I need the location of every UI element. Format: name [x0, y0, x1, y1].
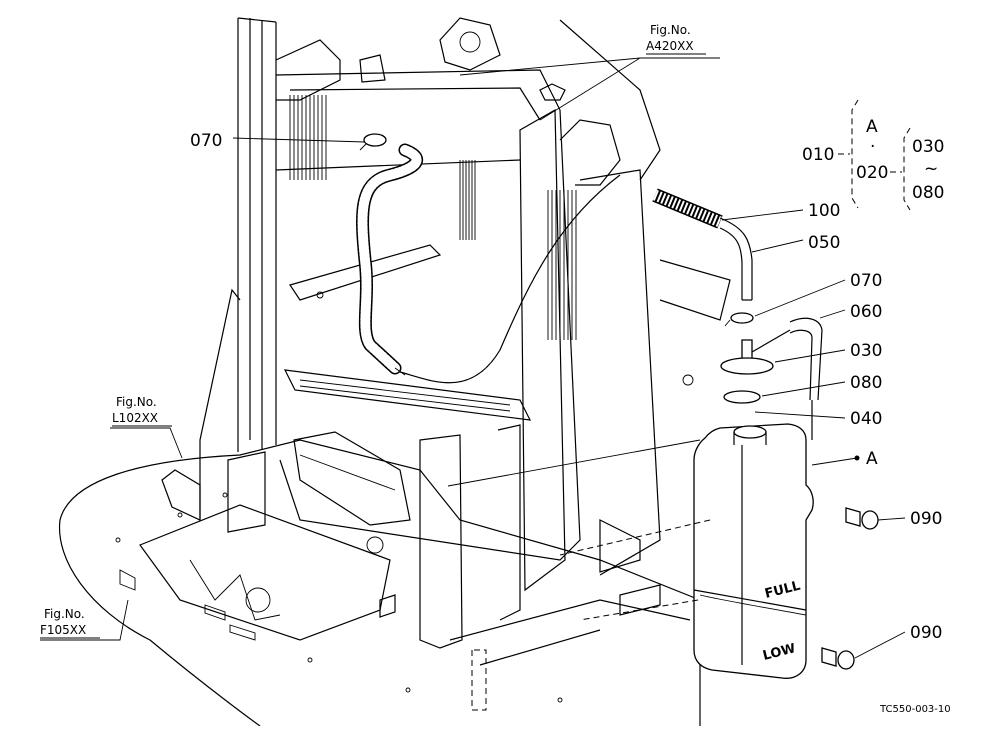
radiator	[275, 17, 731, 649]
legend-dot: ·	[870, 137, 875, 157]
legend-080: 080	[912, 183, 944, 203]
callout-labels: 070 100 050 070 060 030 080 040 A 090 09…	[190, 131, 942, 643]
legend-a: A	[866, 117, 878, 137]
upper-hose	[356, 143, 621, 384]
drawing-code: TC550-003-10	[879, 704, 951, 715]
fig-ref-f105-label: Fig.No.	[44, 607, 85, 621]
callout-090-upper: 090	[910, 509, 942, 529]
bolt-090-lower	[821, 647, 855, 670]
fig-ref-a420-code: A420XX	[646, 39, 694, 53]
callout-030: 030	[850, 341, 882, 361]
figure-references: Fig.No. A420XX Fig.No. L102XX Fig.No. F1…	[40, 23, 706, 639]
left-frame	[161, 17, 396, 618]
mounting-pin	[471, 649, 487, 711]
floor-plate	[58, 439, 701, 727]
fig-ref-l102-code: L102XX	[112, 411, 158, 425]
leader-lines	[40, 57, 906, 659]
callout-080: 080	[850, 373, 882, 393]
callout-050: 050	[808, 233, 840, 253]
assembly-legend: 010 A · 020 030 ~ 080	[802, 99, 944, 211]
legend-010: 010	[802, 145, 834, 165]
callout-100: 100	[808, 201, 840, 221]
callout-070-left: 070	[190, 131, 222, 151]
reserve-tank	[559, 400, 814, 679]
legend-tilde: ~	[924, 159, 938, 179]
radiator-fins	[289, 95, 577, 340]
legend-020: 020	[856, 163, 888, 183]
a-point-dot	[854, 455, 860, 461]
fig-ref-f105-code: F105XX	[40, 623, 86, 637]
callout-060: 060	[850, 302, 882, 322]
tank-cap	[720, 317, 823, 401]
legend-030: 030	[912, 137, 944, 157]
bolt-090-upper	[845, 507, 879, 530]
fig-ref-a420-label: Fig.No.	[650, 23, 691, 37]
seal-ring	[723, 390, 761, 404]
overflow-hose	[652, 188, 753, 301]
callout-a: A	[866, 449, 878, 469]
callout-040: 040	[850, 409, 882, 429]
callout-090-lower: 090	[910, 623, 942, 643]
clamp-070-left	[359, 133, 387, 151]
clamp-070-right	[724, 312, 754, 327]
callout-070-right: 070	[850, 271, 882, 291]
fig-ref-l102-label: Fig.No.	[116, 395, 157, 409]
